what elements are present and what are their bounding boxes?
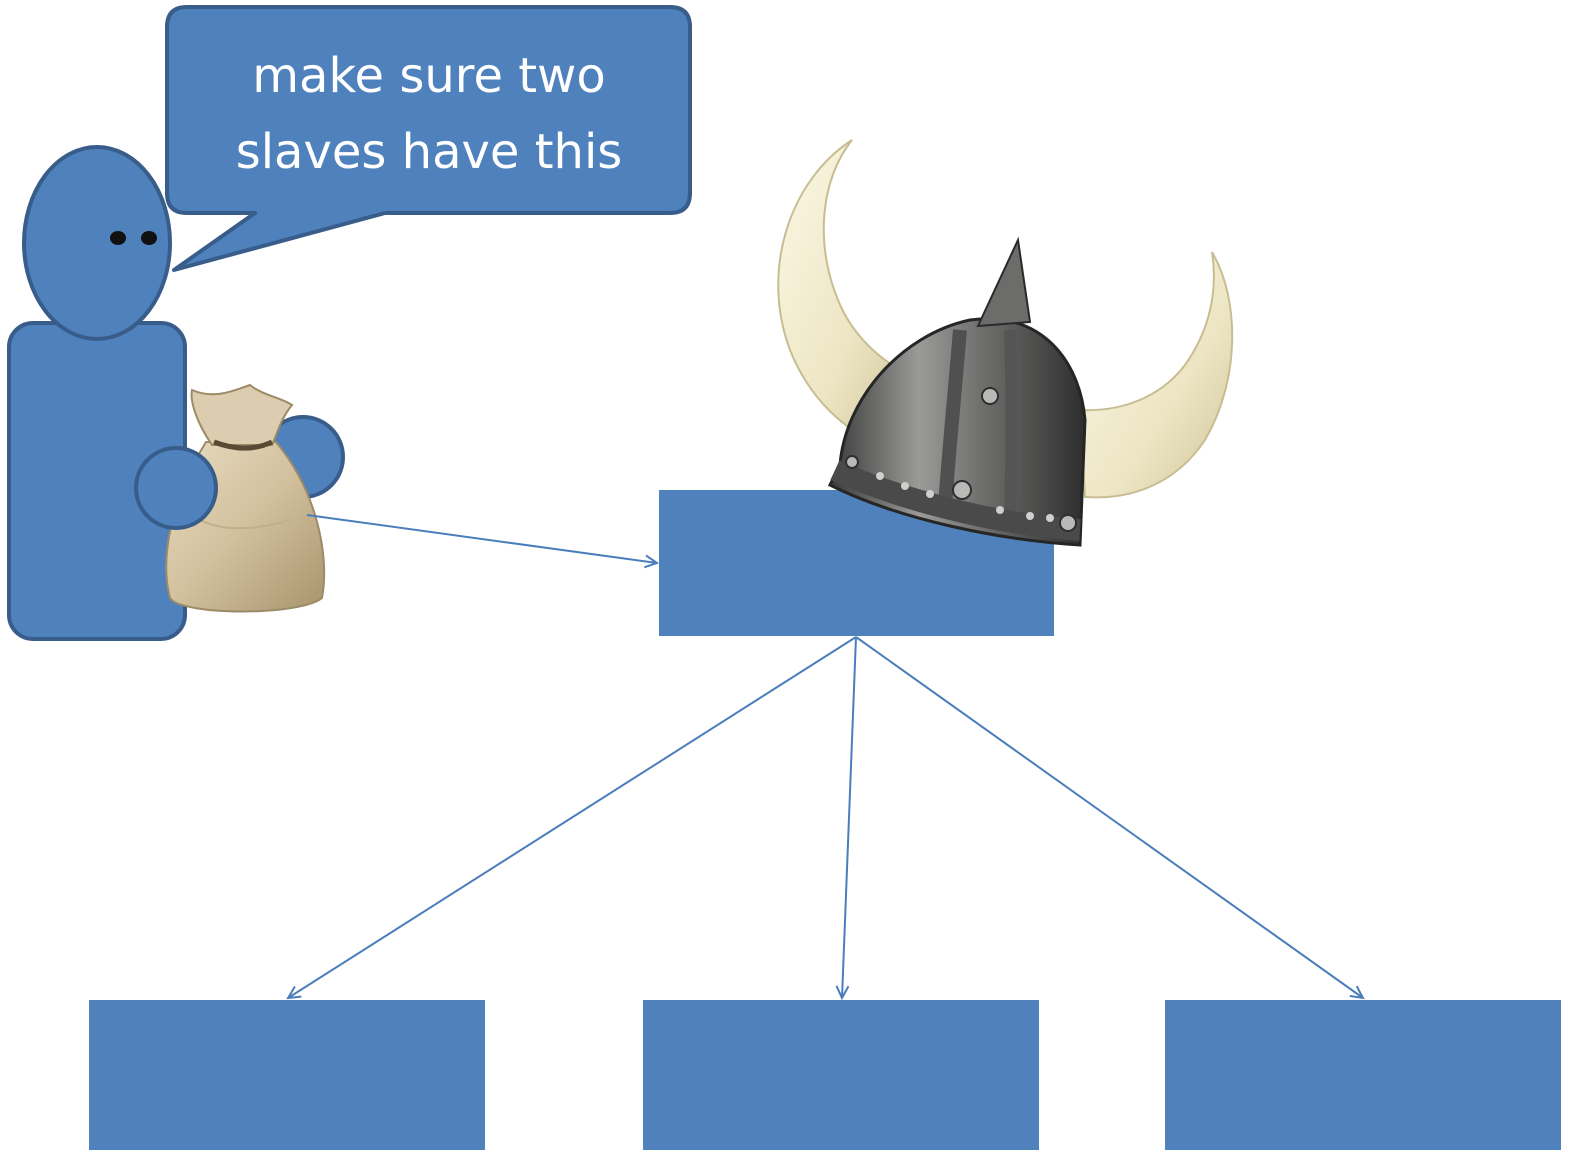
- slave-node-middle: [643, 1000, 1039, 1150]
- arrow-bag-to-master: [306, 514, 657, 563]
- viking-helmet-icon: [777, 139, 1234, 547]
- person-head: [22, 145, 172, 341]
- speech-bubble: make sure two slaves have this: [165, 5, 692, 272]
- speech-bubble-line-1: make sure two: [252, 48, 605, 104]
- slave-node-left: [89, 1000, 485, 1150]
- arrow-master-to-slave-left: [288, 636, 857, 998]
- person-eye-right: [141, 231, 157, 245]
- slave-node-right: [1165, 1000, 1561, 1150]
- arrow-master-to-slave-right: [855, 636, 1363, 998]
- person-hand-front: [134, 446, 218, 530]
- speech-bubble-line-2: slaves have this: [236, 124, 623, 180]
- arrow-master-to-slave-middle: [842, 636, 857, 998]
- person-eye-left: [110, 231, 126, 245]
